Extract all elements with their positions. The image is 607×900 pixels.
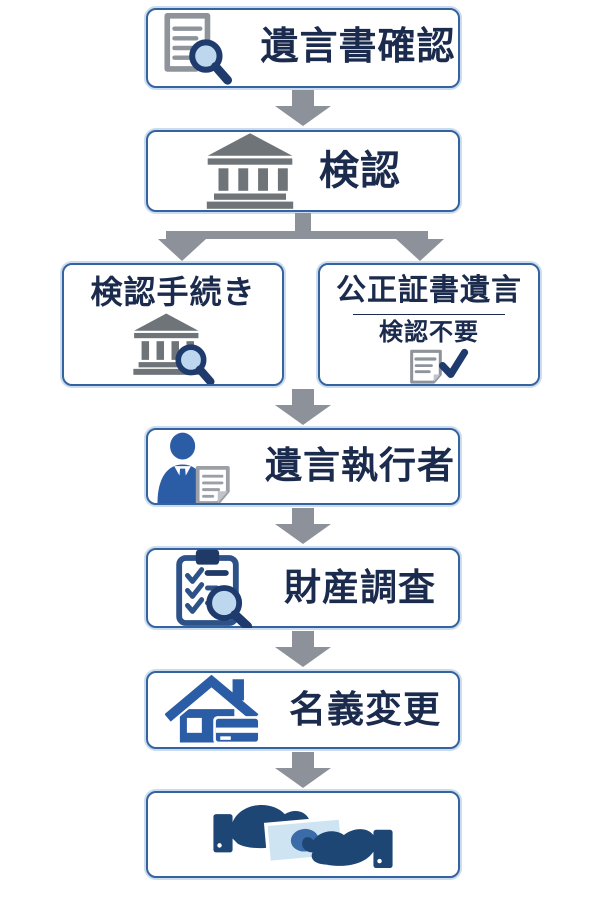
courthouse-search-icon (133, 313, 215, 384)
money-handover-icon (213, 804, 393, 868)
document-check-icon (410, 348, 469, 384)
step-label-will-check: 遺言書確認 (260, 26, 456, 69)
house-card-icon (165, 674, 261, 745)
step-box-probate-procedure: 検認手続き (62, 263, 284, 386)
step-box-asset-survey: 財産調査 (146, 548, 460, 628)
step-label-name-change: 名義変更 (289, 688, 441, 730)
down-arrow (275, 389, 331, 425)
down-arrow (275, 508, 331, 544)
down-arrow (275, 90, 331, 126)
down-arrow (275, 631, 331, 667)
step-label-probate-procedure: 検認手続き (90, 274, 256, 310)
step-label-executor: 遺言執行者 (265, 445, 455, 487)
down-arrow (275, 752, 331, 788)
step-box-probate: 検認 (146, 130, 460, 212)
step-label-probate: 検認 (319, 149, 401, 193)
document-search-icon (164, 13, 233, 85)
step-box-money-handover (146, 791, 460, 878)
step-box-name-change: 名義変更 (146, 671, 460, 749)
step-label-asset-survey: 財産調査 (284, 566, 436, 608)
courthouse-icon (206, 133, 294, 209)
person-document-icon (157, 432, 230, 503)
branch-connector-arrows (158, 213, 444, 261)
step-box-will-check: 遺言書確認 (146, 8, 460, 88)
step-label-notarized-will: 公正証書遺言 (336, 274, 522, 307)
checklist-search-icon (176, 549, 253, 628)
divider-line (353, 314, 505, 316)
step-box-notarized-will: 公正証書遺言 検認不要 (318, 263, 540, 386)
step-label-probate-not-required: 検認不要 (379, 319, 479, 347)
step-box-executor: 遺言執行者 (146, 428, 460, 505)
